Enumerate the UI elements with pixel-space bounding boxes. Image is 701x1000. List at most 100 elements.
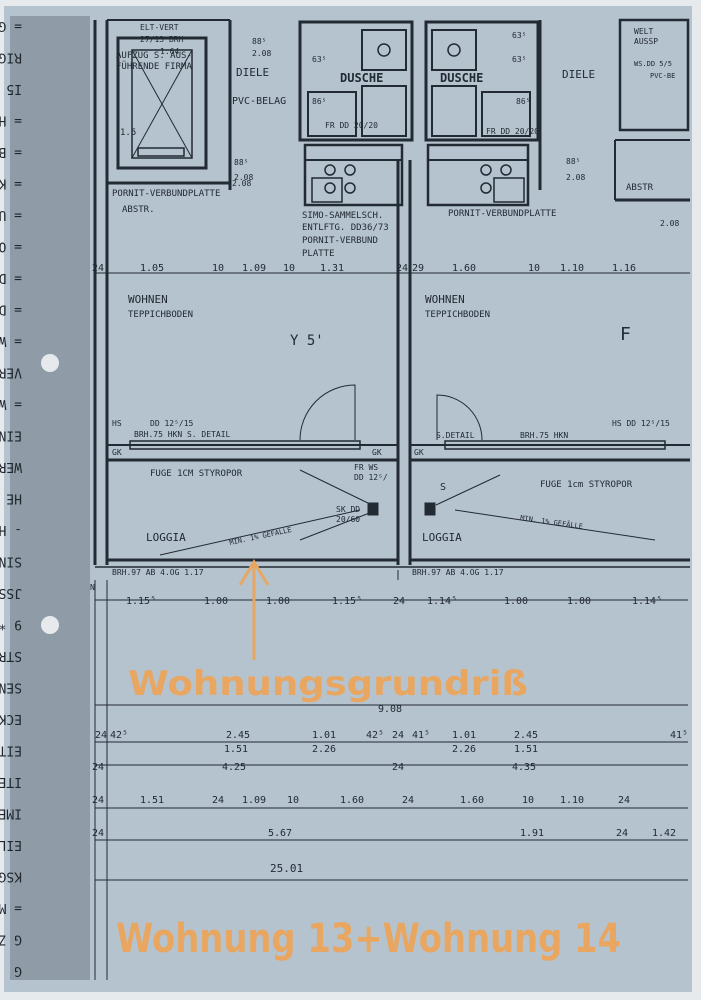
side-strip-line: = UNT — [0, 207, 22, 222]
side-strip-line: EILE SI — [0, 837, 22, 852]
dim-row1: 1.00 — [567, 596, 591, 607]
dim-row2a: 24 — [95, 730, 107, 741]
dim-row2b: 1.51 — [514, 744, 538, 755]
dim-top: 1.31 — [320, 263, 344, 274]
dim-row3: 24 — [92, 795, 104, 806]
side-strip-line: RIG — [0, 50, 22, 65]
pvc-label: PVC-BELAG — [232, 96, 286, 107]
pvc2-label: PVC-BE — [650, 72, 675, 80]
welt-label: WELT — [634, 27, 653, 36]
dim-small: 63⁵ — [512, 31, 526, 40]
dim-row1: 1.14⁵ — [427, 596, 457, 607]
entlftg-label: ENTLFTG. DD36/73 — [302, 223, 389, 233]
dim-row2a: 1.01 — [312, 730, 336, 741]
dim-row1: 1.14⁵ — [632, 596, 662, 607]
dim-row3: 1.10 — [560, 795, 584, 806]
side-strip-line: = DEC — [0, 270, 22, 285]
side-strip-line: IMEN — [0, 806, 22, 821]
teppich-left-label: TEPPICHBODEN — [128, 310, 193, 320]
dim-row4: 5.67 — [268, 828, 292, 839]
dim-row1: 1.00 — [266, 596, 290, 607]
brh-left-label: BRH.75 HKN S. DETAIL — [134, 430, 231, 439]
dim-small: 86⁵ — [312, 97, 326, 106]
fr-dd-right-label: FR DD 20/20 — [486, 127, 539, 136]
side-strip-line: = MASSE — [0, 900, 22, 915]
simo-label: SIMO-SAMMELSCH. — [302, 211, 383, 221]
side-strip-line: ITE ISC — [0, 774, 22, 789]
dim-top: 1.16 — [612, 263, 636, 274]
side-strip-line: = HEI — [0, 113, 22, 128]
dim-row3: 24 — [402, 795, 414, 806]
elevator-top-label: ELT-VERT — [140, 23, 179, 32]
dim-row4: 1.42 — [652, 828, 676, 839]
hs-right-label: HS DD 12⁵/15 — [612, 419, 670, 428]
pornit-mid-label: PORNIT-VERBUND — [302, 236, 378, 246]
fuge-left-label: FUGE 1CM STYROPOR — [150, 469, 243, 479]
room-labels: ELT-VERT 27/13 BRH 1.64 AUFZUG S. AUS- F… — [90, 23, 675, 592]
skdd-label: SK DD — [336, 505, 360, 514]
elevator-dim-label: 27/13 BRH — [140, 35, 184, 44]
handwritten-notes: Wohnungsgrundriß Wohnung 13+Wohnung 14 — [116, 559, 621, 962]
side-strip-line: HE VERT — [0, 491, 22, 506]
skdd-dim-label: 20/60 — [336, 515, 360, 524]
dim-small: 2.08 — [566, 173, 585, 182]
gk-mid2-label: GK — [414, 448, 424, 457]
side-strip-line: STREN — [0, 648, 22, 663]
dim-row3: 1.60 — [340, 795, 364, 806]
dim-row1: 1.15⁵ — [126, 596, 156, 607]
dim-small: 88⁵ — [234, 158, 248, 167]
dim-row1: 1.00 — [504, 596, 528, 607]
dim-top: 1.05 — [140, 263, 164, 274]
dim-row3: 10 — [287, 795, 299, 806]
dim-top: 24 — [92, 263, 104, 274]
dim-row4: 24 — [616, 828, 628, 839]
dusche-right-label: DUSCHE — [440, 71, 483, 85]
loggia-right-label: LOGGIA — [422, 531, 462, 544]
walls — [93, 18, 690, 568]
sdetail-right-label: S.DETAIL — [436, 431, 475, 440]
dim-row1: 1.15⁵ — [332, 596, 362, 607]
dim-small: 63⁵ — [512, 55, 526, 64]
brh97-left-label: BRH.97 AB 4.OG 1.17 — [112, 568, 204, 577]
gk-mid-label: GK — [372, 448, 382, 457]
dim-row4: 24 — [92, 828, 104, 839]
dim-small: 2.08 — [660, 219, 679, 228]
dim-top: 10 — [528, 263, 540, 274]
side-strip-line: G ZU — [0, 932, 22, 947]
elevator-label-line1: AUFZUG S. AUS- — [116, 51, 192, 61]
dim-row3: 1.60 — [460, 795, 484, 806]
elevator-15-label: 1.5 — [120, 128, 136, 138]
wohnen-left-label: WOHNEN — [128, 293, 168, 306]
dim-row2c: 4.35 — [512, 762, 536, 773]
brh-right-label: BRH.75 HKN — [520, 431, 568, 440]
dim-small: 86⁵ — [516, 97, 530, 106]
side-strip-line: WERDEN — [0, 459, 22, 474]
brh97-right-label: BRH.97 AB 4.OG 1.17 — [412, 568, 504, 577]
dim-small: 2.08 — [252, 49, 271, 58]
north-mark: N — [90, 583, 95, 592]
dim-row2a: 1.01 — [452, 730, 476, 741]
dim-row2a: 42⁵ — [110, 730, 128, 741]
side-strip-line: = WAN — [0, 333, 22, 348]
s-mark: S — [440, 482, 446, 493]
dim-top: 1.09 — [242, 263, 266, 274]
punch-hole-bottom — [41, 616, 59, 634]
scanned-sheet — [4, 6, 692, 992]
gefaelle-left-label: MIN. 1% GEFÄLLE — [229, 525, 293, 547]
mark-f-label: F — [620, 324, 631, 345]
elevator-label-line2: FÜHRENDE FIRMA — [116, 61, 192, 72]
dusche-left-label: DUSCHE — [340, 71, 383, 85]
dd-mid-label: DD 12⁵/ — [354, 473, 388, 482]
dim-top: 29 — [412, 263, 424, 274]
dim-total-9: 9.08 — [378, 704, 402, 715]
dim-row2c: 4.25 — [222, 762, 246, 773]
diele-right-label: DIELE — [562, 68, 595, 81]
side-strip-line: ECKE C — [0, 711, 22, 726]
dim-row2a: 41⁵ — [670, 730, 688, 741]
dim-row1: 24 — [393, 596, 405, 607]
side-strip-line: = BRU — [0, 144, 22, 159]
ausp-label: AUSSP — [634, 37, 658, 46]
dim-small: 88⁵ — [252, 37, 266, 46]
dim-top: 1.60 — [452, 263, 476, 274]
dim-row3: 10 — [522, 795, 534, 806]
